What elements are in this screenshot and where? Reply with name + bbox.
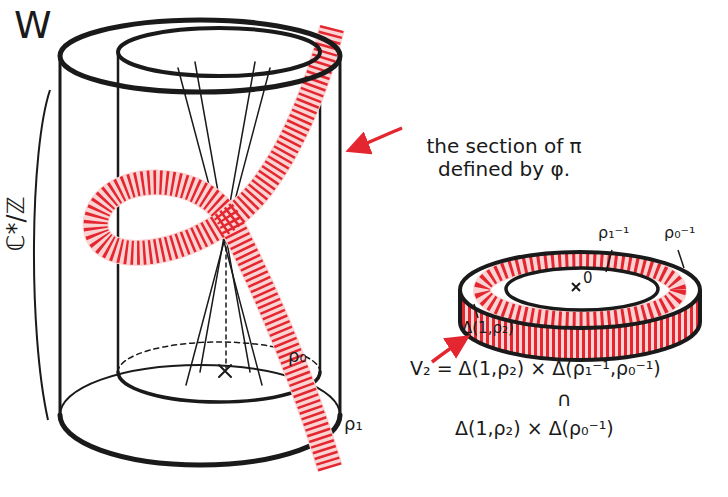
space-name: W xyxy=(14,4,52,48)
outer-cylinder-top xyxy=(60,20,340,92)
leader-line xyxy=(474,304,478,318)
radius-label: ρ₀⁻¹ xyxy=(664,224,695,242)
annulus-side-line xyxy=(458,290,462,322)
annulus-top xyxy=(482,260,678,320)
bracket xyxy=(34,90,50,420)
formula: ∩ xyxy=(557,388,572,411)
inner-cylinder-top xyxy=(118,28,320,76)
leader-line xyxy=(606,250,612,272)
inner-cylinder-side xyxy=(117,52,120,372)
annulus-top-hatch xyxy=(482,260,678,320)
radius-label: ρ₁⁻¹ xyxy=(598,224,629,242)
disc-label: Δ(1,ρ₂) xyxy=(462,320,514,337)
formula: V₂ = Δ(1,ρ₂) × Δ(ρ₁⁻¹,ρ₀⁻¹) xyxy=(410,358,661,380)
annulus-side-line xyxy=(698,290,702,322)
annulus-inner-rim xyxy=(506,268,658,310)
cross-mark xyxy=(572,283,580,291)
callout-text: the section of π defined by φ. xyxy=(404,135,604,181)
outer-cylinder-side xyxy=(59,58,62,415)
formula: Δ(1,ρ₂) × Δ(ρ₀⁻¹) xyxy=(455,418,614,440)
axis-label: ℂ*/ℤ xyxy=(3,196,31,251)
radius-label: ρ₀ xyxy=(288,346,307,367)
outer-cylinder-side xyxy=(339,58,342,415)
annulus-outer-rim xyxy=(460,252,700,328)
callout-arrow xyxy=(350,128,402,150)
radius-label: ρ₁ xyxy=(344,414,363,435)
origin-label: 0 xyxy=(583,270,593,287)
outer-cylinder-bottom xyxy=(60,415,340,465)
leader-line xyxy=(678,250,684,268)
cross-mark xyxy=(219,365,231,377)
